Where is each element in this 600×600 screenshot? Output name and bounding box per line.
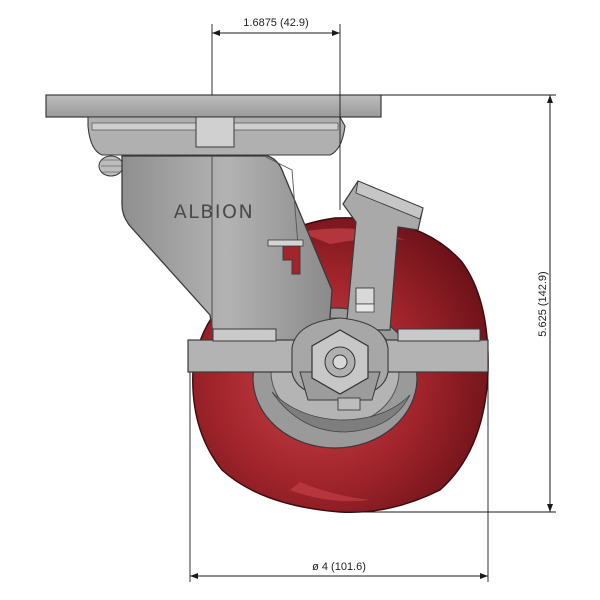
wheel-hub-shadow	[271, 391, 411, 433]
brand-logo: ALBION	[174, 201, 254, 223]
yoke-window-tab	[267, 239, 304, 247]
offset-arrow-right	[332, 30, 340, 36]
diameter-arrow-left	[190, 573, 198, 579]
axle-spacer	[337, 397, 361, 411]
height-arrow-bottom	[547, 504, 553, 512]
yoke-leg	[121, 155, 333, 346]
brake-slot-lower	[355, 303, 375, 313]
dimension-wheel-diameter: ø 4 (101.6)	[189, 372, 489, 582]
top-plate	[45, 94, 382, 118]
axle-bolt-end	[332, 354, 348, 370]
dimension-height: 5.625 (142.9)	[340, 94, 556, 513]
brake-pedal-face	[355, 180, 424, 220]
yoke: ALBION	[121, 155, 333, 346]
yoke-leg-bend-line	[265, 156, 301, 271]
swivel-lock-thread	[101, 159, 122, 173]
diameter-arrow-right	[480, 573, 488, 579]
brake-slot	[355, 287, 375, 305]
diameter-dimension-label: ø 4 (101.6)	[312, 561, 366, 573]
brake-assembly	[342, 180, 424, 331]
dimension-offset: 1.6875 (42.9)	[211, 17, 341, 210]
top-plate-assembly	[45, 94, 382, 177]
height-dimension-label: 5.625 (142.9)	[537, 271, 549, 336]
axle-bracket-top-left	[212, 328, 277, 342]
axle-bracket-top-right	[397, 328, 481, 342]
height-arrow-top	[547, 95, 553, 103]
axle-housing	[187, 317, 489, 411]
wheel-lower-highlight	[290, 482, 370, 502]
offset-arrow-left	[212, 30, 220, 36]
kingpin-nut	[195, 116, 235, 148]
offset-dimension-label: 1.6875 (42.9)	[243, 17, 308, 29]
